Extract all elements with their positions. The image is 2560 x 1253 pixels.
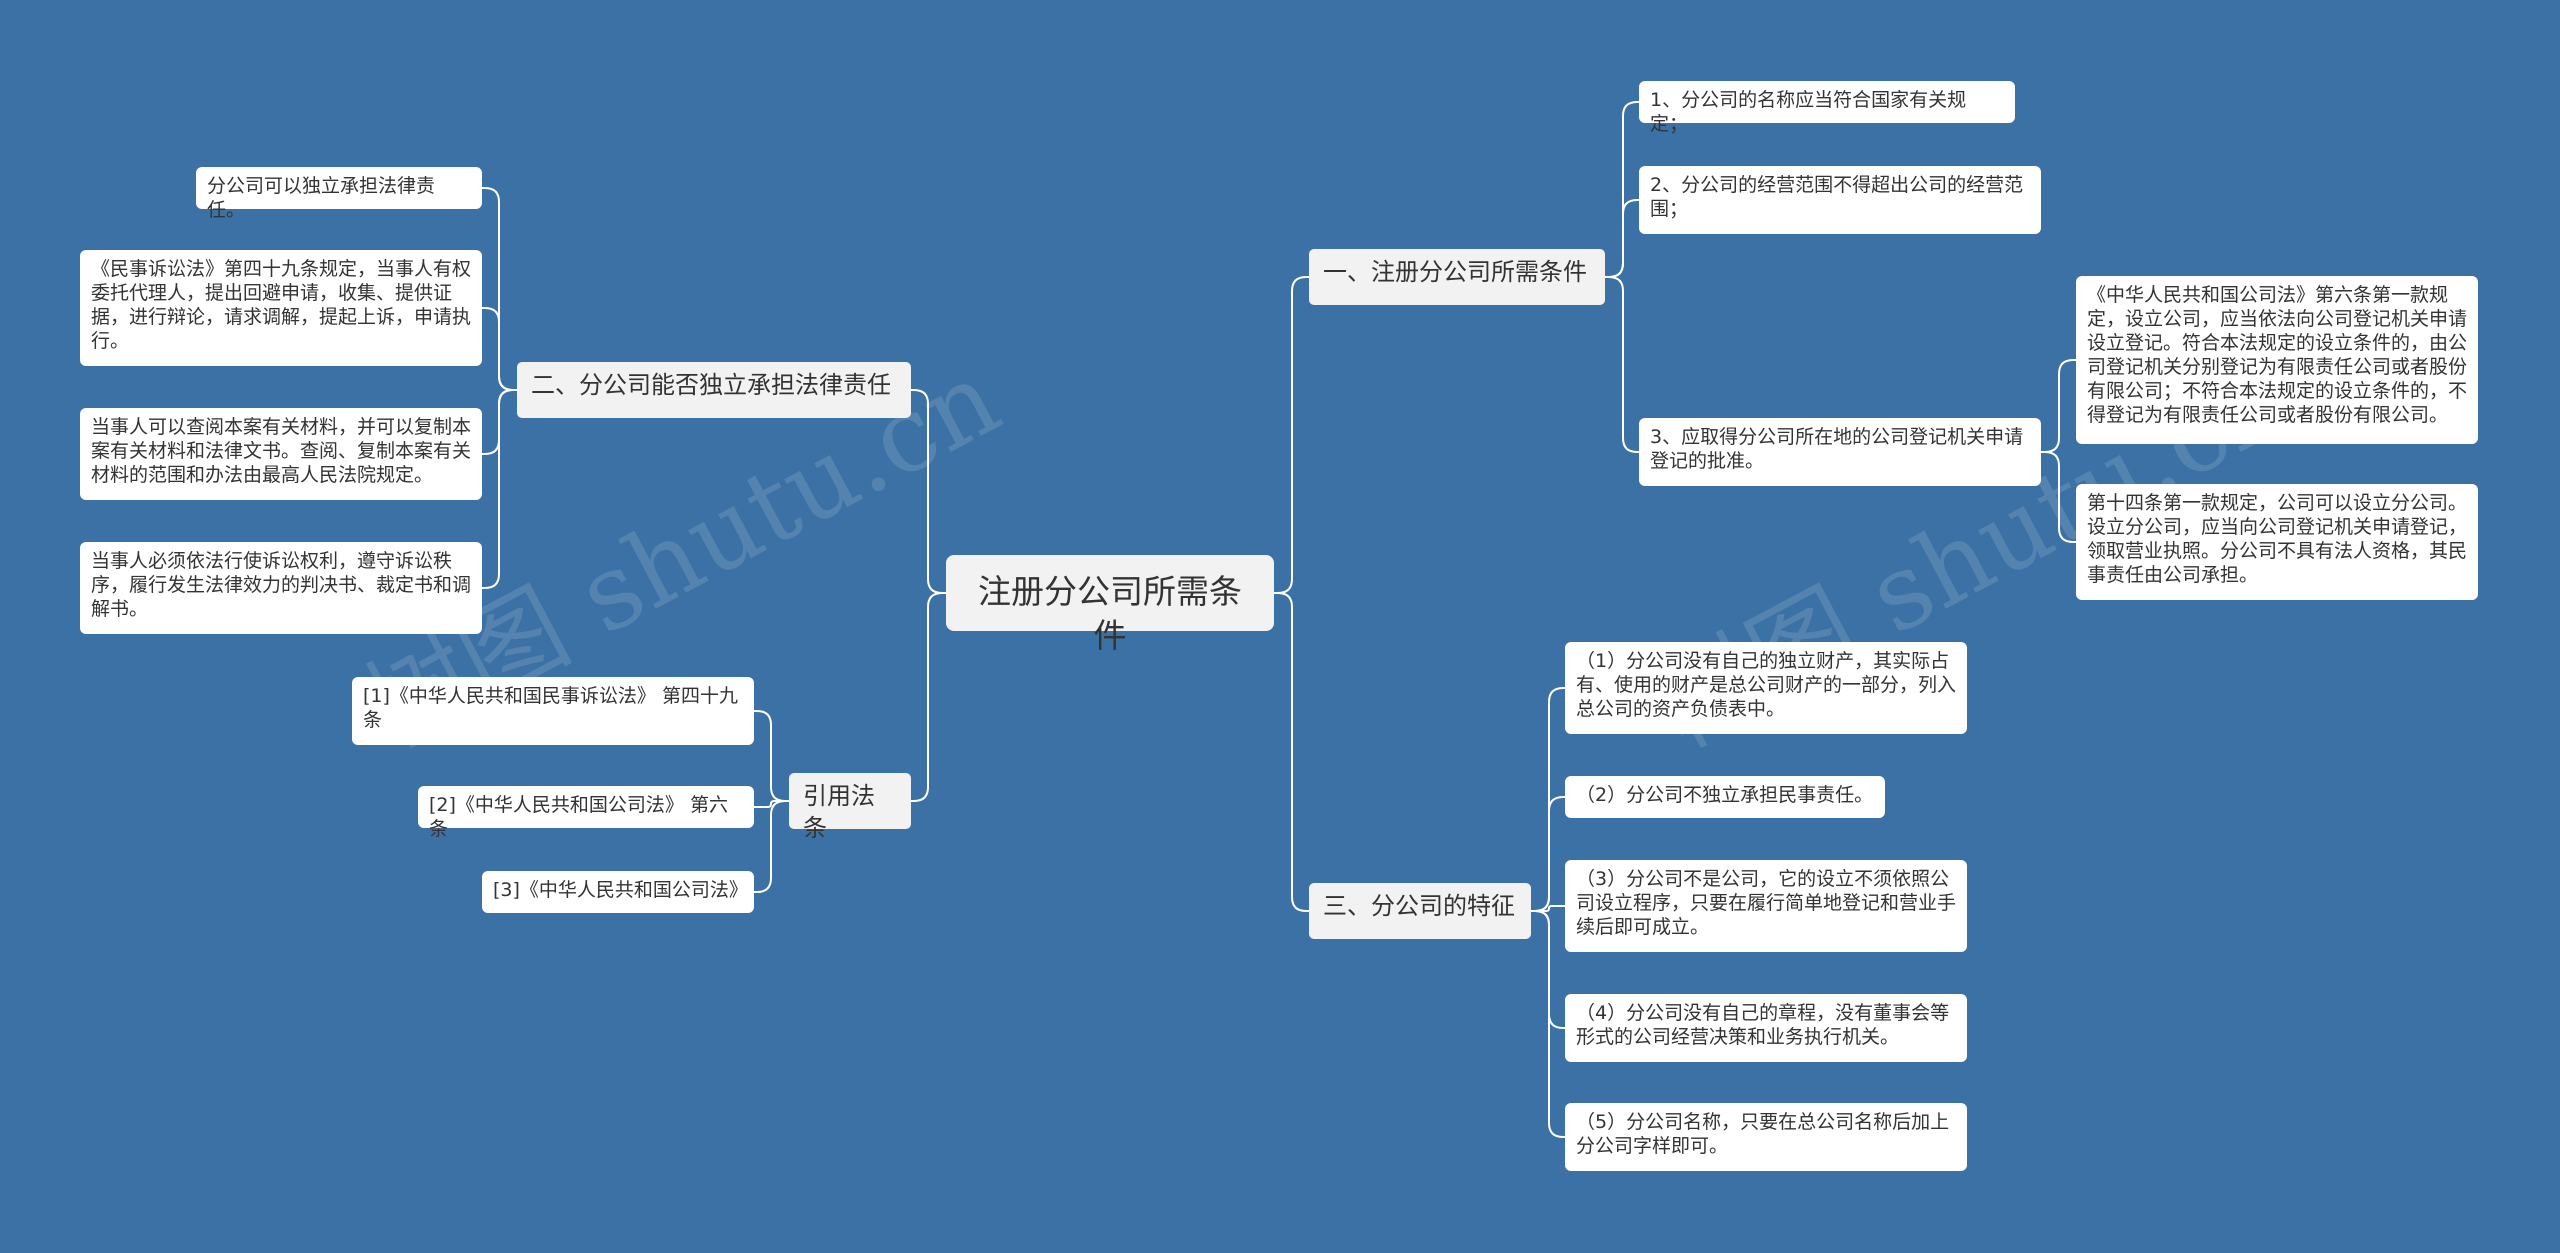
leaf-review-materials[interactable]: 当事人可以查阅本案有关材料，并可以复制本案有关材料和法律文书。查阅、复制本案有关… [80,408,482,500]
leaf-citation-3[interactable]: [3]《中华人民共和国公司法》 [482,871,754,913]
topic-legal-liability[interactable]: 二、分公司能否独立承担法律责任 [517,362,911,418]
connector-t2-l7 [482,389,517,589]
connector-t4-l13 [754,710,789,802]
leaf-characteristic-3[interactable]: （3）分公司不是公司，它的设立不须依照公司设立程序，只要在履行简单地登记和营业手… [1565,860,1967,952]
connector-t3-l12 [1531,910,1565,1138]
connector-root-t3 [1274,592,1309,912]
connector-l3-l3b [2041,451,2076,543]
leaf-citation-1[interactable]: [1]《中华人民共和国民事诉讼法》 第四十九条 [352,677,754,745]
leaf-independent-liability[interactable]: 分公司可以独立承担法律责任。 [196,167,482,221]
leaf-registration-rule[interactable]: 3、应取得分公司所在地的公司登记机关申请登记的批准。 [1639,418,2041,486]
topic-cited-laws[interactable]: 引用法条 [789,773,911,842]
connector-t1-l2 [1605,199,1639,278]
leaf-company-law-art6[interactable]: 《中华人民共和国公司法》第六条第一款规定，设立公司，应当依法向公司登记机关申请设… [2076,276,2478,444]
connector-l3-l3a [2041,359,2076,453]
leaf-scope-rule[interactable]: 2、分公司的经营范围不得超出公司的经营范围； [1639,166,2041,234]
root-node[interactable]: 注册分公司所需条件 [946,555,1274,655]
connector-root-t1 [1274,276,1309,594]
connector-t3-l9 [1531,796,1565,912]
connector-root-t2 [911,389,946,594]
leaf-company-law-art14[interactable]: 第十四条第一款规定，公司可以设立分公司。设立分公司，应当向公司登记机关申请登记，… [2076,484,2478,600]
connector-t2-l5 [482,307,517,391]
topic-characteristics[interactable]: 三、分公司的特征 [1309,883,1531,939]
topic-requirements[interactable]: 一、注册分公司所需条件 [1309,249,1605,305]
leaf-name-rule[interactable]: 1、分公司的名称应当符合国家有关规定； [1639,81,2015,135]
leaf-characteristic-2[interactable]: （2）分公司不独立承担民事责任。 [1565,776,1885,818]
leaf-characteristic-5[interactable]: （5）分公司名称，只要在总公司名称后加上分公司字样即可。 [1565,1103,1967,1171]
leaf-citation-2[interactable]: [2]《中华人民共和国公司法》 第六条 [418,786,754,840]
connector-t4-l14 [754,800,789,808]
leaf-civil-procedure-art49[interactable]: 《民事诉讼法》第四十九条规定，当事人有权委托代理人，提出回避申请，收集、提供证据… [80,250,482,366]
connector-t3-l10 [1531,905,1565,912]
connector-root-t4 [911,592,946,802]
leaf-characteristic-1[interactable]: （1）分公司没有自己的独立财产，其实际占有、使用的财产是总公司财产的一部分，列入… [1565,642,1967,734]
connector-t1-l3 [1605,276,1639,453]
leaf-characteristic-4[interactable]: （4）分公司没有自己的章程，没有董事会等形式的公司经营决策和业务执行机关。 [1565,994,1967,1062]
leaf-exercise-rights[interactable]: 当事人必须依法行使诉讼权利，遵守诉讼秩序，履行发生法律效力的判决书、裁定书和调解… [80,542,482,634]
connector-t4-l15 [754,800,789,893]
